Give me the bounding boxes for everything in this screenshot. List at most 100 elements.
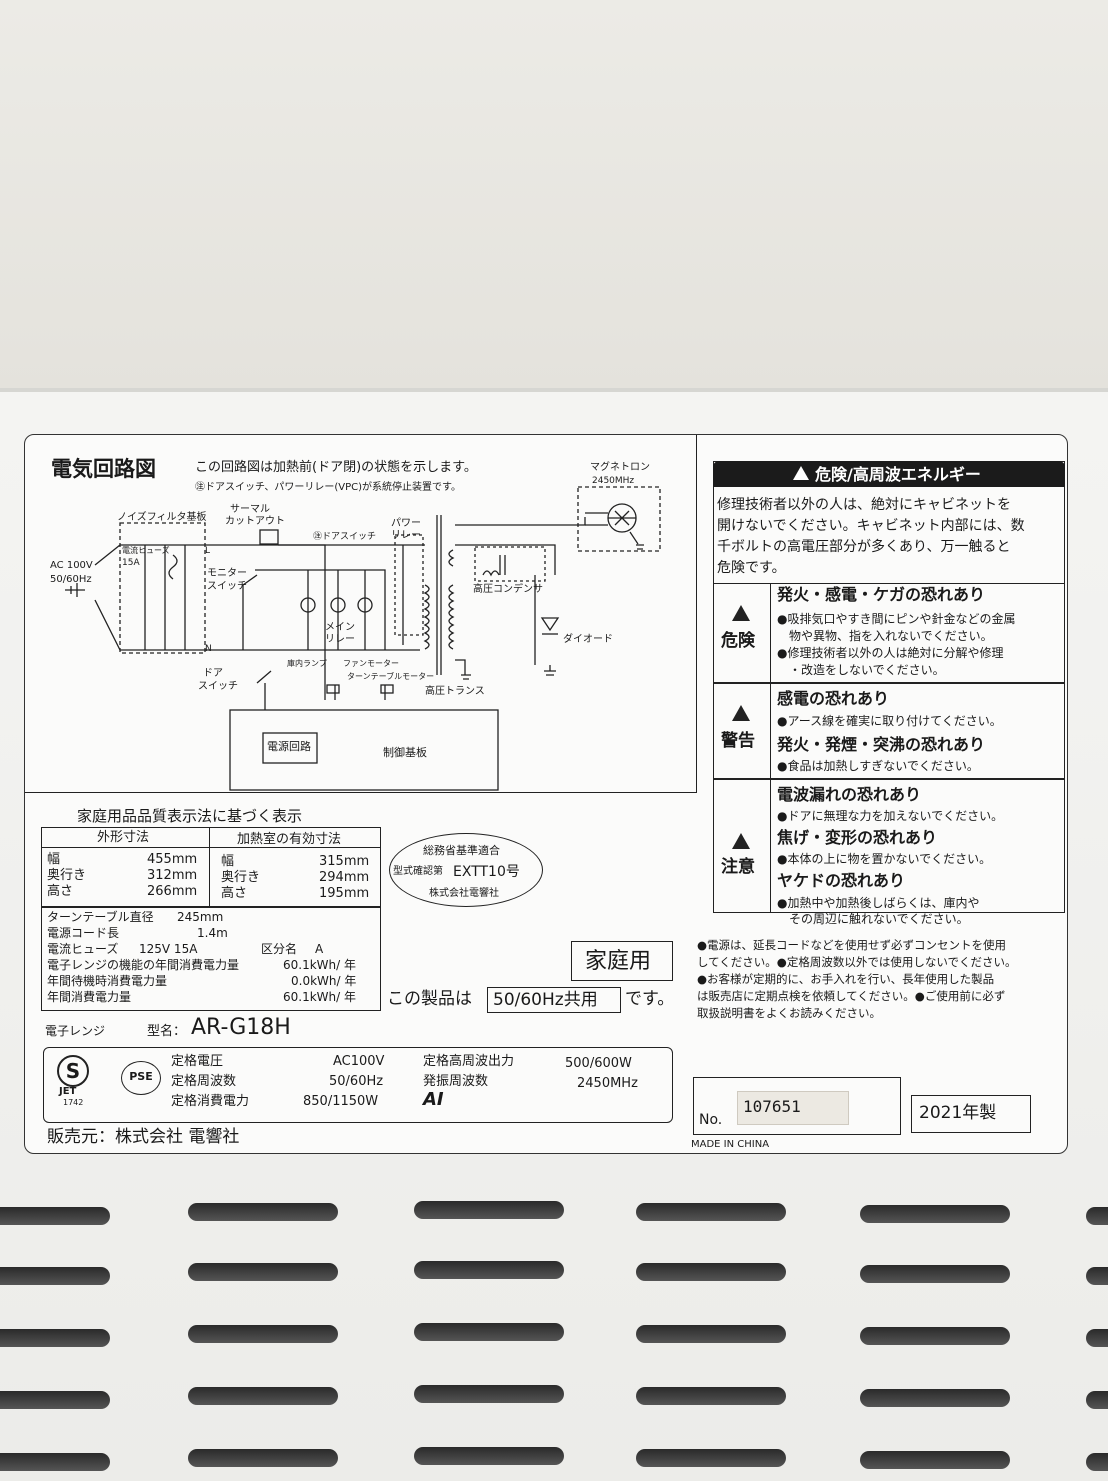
circuit-note-safety: ㊟ドアスイッチ、パワーリレー(VPC)が系統停止装置です。 <box>195 482 462 493</box>
outer-width-key: 幅 <box>47 852 61 867</box>
freq-sentence-pre: この製品は <box>387 989 472 1009</box>
spec-function-energy-value: 60.1kWh/ 年 <box>283 958 356 972</box>
rated-frequency-key: 定格周波数 <box>171 1074 237 1089</box>
pse-mark-icon: PSE <box>121 1061 161 1095</box>
made-in-label: MADE IN CHINA <box>691 1139 770 1150</box>
warning-header-bar <box>713 461 1065 487</box>
cert-line-3: 株式会社電響社 <box>429 888 499 899</box>
power-relay-label-2: リレー <box>391 530 421 541</box>
inner-dim-title: 加熱室の有効寸法 <box>237 832 342 847</box>
rated-power-key: 定格消費電力 <box>171 1094 250 1109</box>
danger-text: ●吸排気口やすき間にピンや針金などの金属 物や異物、指を入れないでください。●修… <box>777 612 1016 677</box>
outer-depth-key: 奥行き <box>47 868 87 883</box>
radiowave-heading: 電波漏れの恐れあり <box>777 785 922 804</box>
shock-text: ●アース線を確実に取り付けてください。 <box>777 714 1002 728</box>
ratings-box <box>43 1047 673 1123</box>
fuse-label: 電流ヒューズ <box>122 546 170 555</box>
fan-motor-label: ファンモーター <box>343 659 399 668</box>
spec-cord-value: 1.4m <box>197 926 228 940</box>
warning-triangle-icon <box>793 466 809 480</box>
scald-text: ●加熱中や加熱後しばらくは、庫内や その周辺に触れないでください。 <box>777 896 980 926</box>
inner-depth-key: 奥行き <box>221 870 261 885</box>
spec-standby-energy-key: 年間待機時消費電力量 <box>47 974 168 988</box>
freq-sentence-post: です。 <box>625 989 675 1009</box>
home-use-box <box>571 941 673 981</box>
ac-frequency-label: 50/60Hz <box>50 574 92 585</box>
fuse-rating: 15A <box>122 558 140 568</box>
quality-title: 家庭用品品質表示法に基づく表示 <box>77 807 303 825</box>
inner-height-key: 高さ <box>221 886 248 901</box>
inner-width-key: 幅 <box>221 854 235 869</box>
diode-label: ダイオード <box>563 634 613 645</box>
outer-dim-title: 外形寸法 <box>97 830 150 845</box>
spec-annual-energy-value: 60.1kWh/ 年 <box>283 990 356 1004</box>
serial-box <box>693 1077 901 1135</box>
inner-width-value: 315mm <box>319 854 370 869</box>
rated-voltage-key: 定格電圧 <box>171 1054 224 1069</box>
warning-level-cell <box>713 683 771 779</box>
spec-annual-energy-key: 年間消費電力量 <box>47 990 132 1004</box>
control-board-label: 制御基板 <box>383 746 427 759</box>
danger-level-cell <box>713 583 771 683</box>
caution-level-label: 注意 <box>721 857 755 877</box>
spec-standby-energy-value: 0.0kWh/ 年 <box>291 974 357 988</box>
outer-depth-value: 312mm <box>147 868 198 883</box>
magnetron-frequency: 2450MHz <box>592 476 635 486</box>
power-relay-label-1: パワー <box>391 518 421 529</box>
warning-header: 危険/高周波エネルギー <box>793 466 981 483</box>
turntable-motor-label: ターンテーブルモーター <box>347 672 435 681</box>
serial-sticker <box>737 1091 849 1125</box>
warning-level-triangle-icon <box>732 705 750 725</box>
brand-logo: AI <box>423 1089 444 1110</box>
freq-sentence-box <box>487 987 621 1013</box>
spec-function-energy-key: 電子レンジの機能の年間消費電力量 <box>47 958 240 972</box>
jet-label: JET <box>59 1086 77 1097</box>
rated-frequency-value: 50/60Hz <box>329 1074 384 1089</box>
specs-table <box>41 907 381 1011</box>
spec-turntable-value: 245mm <box>177 910 224 924</box>
danger-triangle-icon <box>732 605 750 625</box>
spec-fuse-value: 125V 15A <box>139 942 198 956</box>
warning-intro: 修理技術者以外の人は、絶対にキャビネットを開けないでください。キャビネット内部に… <box>717 497 1025 576</box>
rating-label-sticker: 電気回路図 この回路図は加熱前(ドア閉)の状態を示します。 ㊟ドアスイッチ、パワ… <box>24 434 1068 1154</box>
class-value: A <box>315 942 324 956</box>
model-label: 型名： <box>147 1024 187 1039</box>
outer-height-value: 266mm <box>147 884 198 899</box>
power-circuit-label: 電源回路 <box>267 740 311 753</box>
magnetron-label: マグネトロン <box>590 462 650 473</box>
certification-oval <box>389 833 543 907</box>
serial-label: No. <box>699 1112 723 1128</box>
thermal-label: サーマル <box>230 504 270 515</box>
burn-deform-heading: 焦げ・変形の恐れあり <box>777 828 938 847</box>
seller-label: 販売元：株式会社 電響社 <box>47 1127 240 1147</box>
outer-width-value: 455mm <box>147 852 198 867</box>
jet-s-mark-icon: S <box>57 1055 89 1087</box>
neutral-terminal-label: N <box>205 644 212 654</box>
rated-output-key: 定格高周波出力 <box>423 1054 515 1069</box>
product-kind: 電子レンジ <box>45 1024 106 1038</box>
noise-filter-label: ノイズフィルタ基板 <box>117 512 207 523</box>
door-switch-label-1: ドア <box>203 668 223 679</box>
scald-heading: ヤケドの恐れあり <box>777 871 906 890</box>
caution-level-cell <box>713 779 771 913</box>
rated-output-value: 500/600W <box>565 1056 632 1071</box>
hv-capacitor-label: 高圧コンデンサ <box>473 584 543 595</box>
circuit-diagram-area <box>25 435 697 793</box>
circuit-schematic <box>65 486 661 791</box>
circuit-title: 電気回路図 <box>51 457 156 481</box>
oscillation-frequency-key: 発振周波数 <box>423 1074 489 1089</box>
home-use-label: 家庭用 <box>585 949 652 974</box>
cert-line-1: 総務省基準適合 <box>423 844 500 857</box>
main-relay-label-1: メイン <box>325 622 355 633</box>
warning-level-label: 警告 <box>721 731 755 751</box>
inner-height-value: 195mm <box>319 886 370 901</box>
danger-level-label: 危険 <box>721 631 755 651</box>
outer-height-key: 高さ <box>47 884 74 899</box>
dimensions-table <box>41 827 381 907</box>
spec-cord-key: 電源コード長 <box>47 926 120 940</box>
inner-depth-value: 294mm <box>319 870 370 885</box>
lamp-label: 庫内ランプ <box>287 659 327 668</box>
radiowave-text: ●ドアに無理な力を加えないでください。 <box>777 809 1004 823</box>
jet-number: 1742 <box>63 1098 84 1107</box>
rated-power-value: 850/1150W <box>303 1094 379 1109</box>
